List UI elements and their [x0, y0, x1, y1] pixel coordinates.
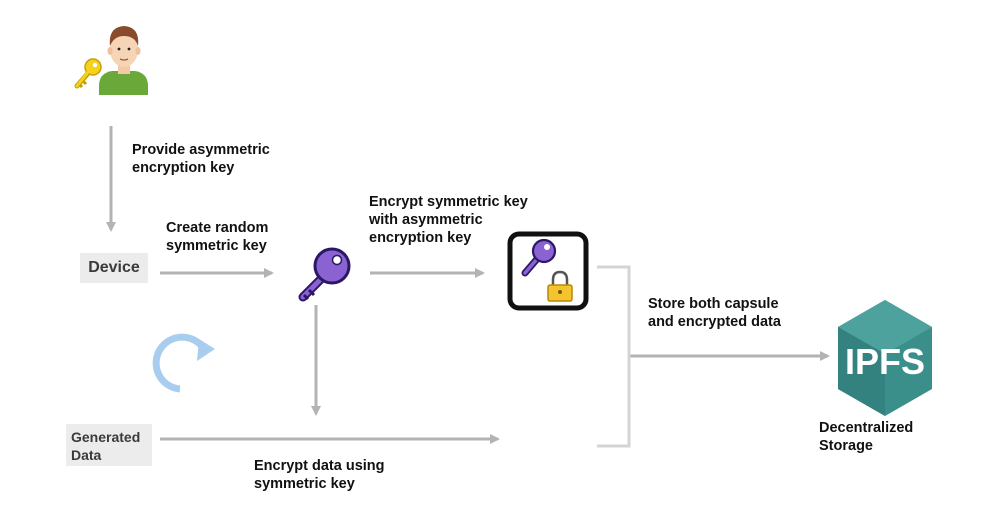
merge-bracket: [597, 265, 631, 448]
label-provide-key: Provide asymmetric encryption key: [132, 142, 270, 176]
label-encrypt-data: Encrypt data using symmetric key: [254, 458, 385, 492]
ipfs-hexagon-icon: IPFS: [838, 300, 932, 416]
device-node: Device: [80, 253, 148, 283]
label-encrypt-symmetric: Encrypt symmetric key with asymmetric en…: [369, 194, 528, 246]
gold-key-icon: [74, 58, 102, 89]
label-store-both: Store both capsule and encrypted data: [648, 296, 781, 330]
circular-arrow-icon: [152, 333, 215, 393]
label-create-random: Create random symmetric key: [166, 220, 269, 254]
locked-key-icon: [507, 231, 589, 311]
storage-caption: Decentralized Storage: [819, 420, 914, 454]
ipfs-logo-text: IPFS: [845, 341, 925, 382]
generated-data-node: Generated Data: [66, 424, 152, 466]
purple-key-icon: [298, 247, 351, 302]
person-icon: [99, 26, 148, 95]
